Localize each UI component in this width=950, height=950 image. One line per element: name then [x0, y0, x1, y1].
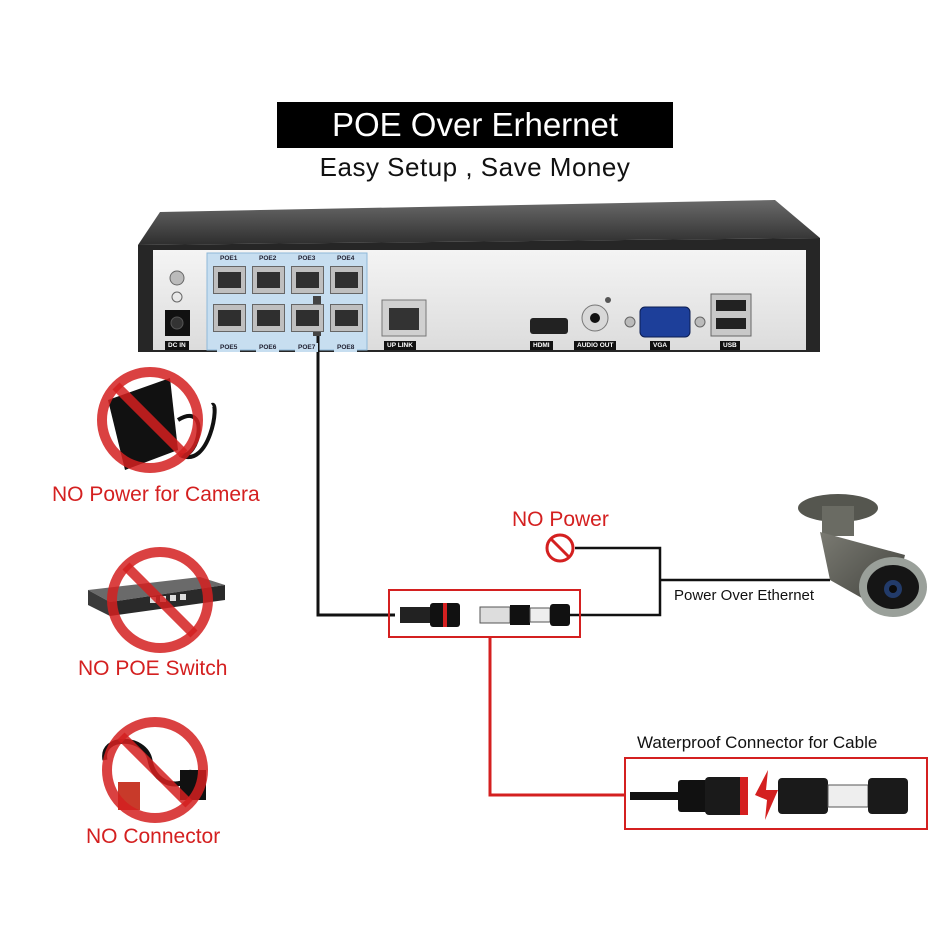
ground-symbol-icon — [171, 291, 183, 303]
vga-screw-left — [624, 316, 636, 328]
uplink-socket — [389, 308, 419, 330]
poe-port-label: POE7 — [295, 343, 319, 352]
connector-to-camera-cable — [570, 546, 662, 617]
poe-port-label: POE8 — [334, 343, 358, 352]
page-title: POE Over Erhernet — [277, 102, 673, 148]
vga-screw-right — [694, 316, 706, 328]
no-power-sign — [545, 533, 575, 563]
poe-port-socket — [335, 310, 358, 326]
audio-out-hole — [590, 313, 600, 323]
waterproof-connector-small — [400, 603, 570, 627]
mic-hole — [605, 297, 611, 303]
dc-in-jack — [170, 316, 184, 330]
poe-port-poe8 — [330, 304, 363, 332]
poe-port-label: POE5 — [217, 343, 241, 352]
poe-port-poe6 — [252, 304, 285, 332]
uplink-label: UP LINK — [384, 341, 416, 350]
waterproof-connector-label: Waterproof Connector for Cable — [637, 733, 878, 752]
no-poe-switch-label: NO POE Switch — [78, 657, 228, 680]
poe-port-label: POE1 — [217, 254, 241, 263]
red-zoom-line — [488, 637, 625, 797]
usb-label: USB — [720, 341, 740, 350]
connector-highlight-box — [388, 589, 581, 638]
vga-label: VGA — [650, 341, 671, 350]
nvr-top-cover — [138, 200, 820, 245]
no-power-for-camera-label: NO Power for Camera — [52, 483, 260, 506]
poe-port-poe4 — [330, 266, 363, 294]
waterproof-zoom-box — [624, 757, 928, 830]
dc-in-label: DC IN — [165, 341, 189, 350]
usb-slot-1 — [716, 300, 746, 311]
poe-port-socket — [257, 272, 280, 288]
waterproof-connector-large — [630, 770, 908, 820]
ground-screw-icon — [169, 270, 185, 286]
poe-port-label: POE4 — [334, 254, 358, 263]
bullet-camera — [798, 494, 927, 617]
no-power-adapter-icon — [97, 367, 217, 473]
poe-port-socket — [296, 310, 319, 326]
no-connector-label: NO Connector — [86, 825, 221, 848]
poe-port-poe1 — [213, 266, 246, 294]
audio-out-label: AUDIO OUT — [574, 341, 617, 350]
nvr-to-connector-cable — [316, 336, 395, 617]
poe-port-socket — [257, 310, 280, 326]
poe-port-socket — [218, 272, 241, 288]
poe-port-socket — [296, 272, 319, 288]
poe-port-poe5 — [213, 304, 246, 332]
poe-port-label: POE2 — [256, 254, 280, 263]
vga-port — [639, 306, 691, 338]
no-poe-switch-icon — [88, 547, 225, 653]
poe-port-poe3 — [291, 266, 324, 294]
poe-port-label: POE6 — [256, 343, 280, 352]
poe-port-poe2 — [252, 266, 285, 294]
poe-port-poe7 — [291, 304, 324, 332]
no-power-label: NO Power — [512, 508, 609, 531]
poe-port-socket — [218, 310, 241, 326]
poe-port-socket — [335, 272, 358, 288]
page-subtitle: Easy Setup , Save Money — [319, 152, 631, 182]
usb-slot-2 — [716, 318, 746, 329]
poe-port-label: POE3 — [295, 254, 319, 263]
power-over-ethernet-label: Power Over Ethernet — [674, 587, 815, 604]
hdmi-label: HDMI — [530, 341, 553, 350]
no-connector-icon — [102, 717, 208, 823]
hdmi-port — [530, 318, 568, 334]
